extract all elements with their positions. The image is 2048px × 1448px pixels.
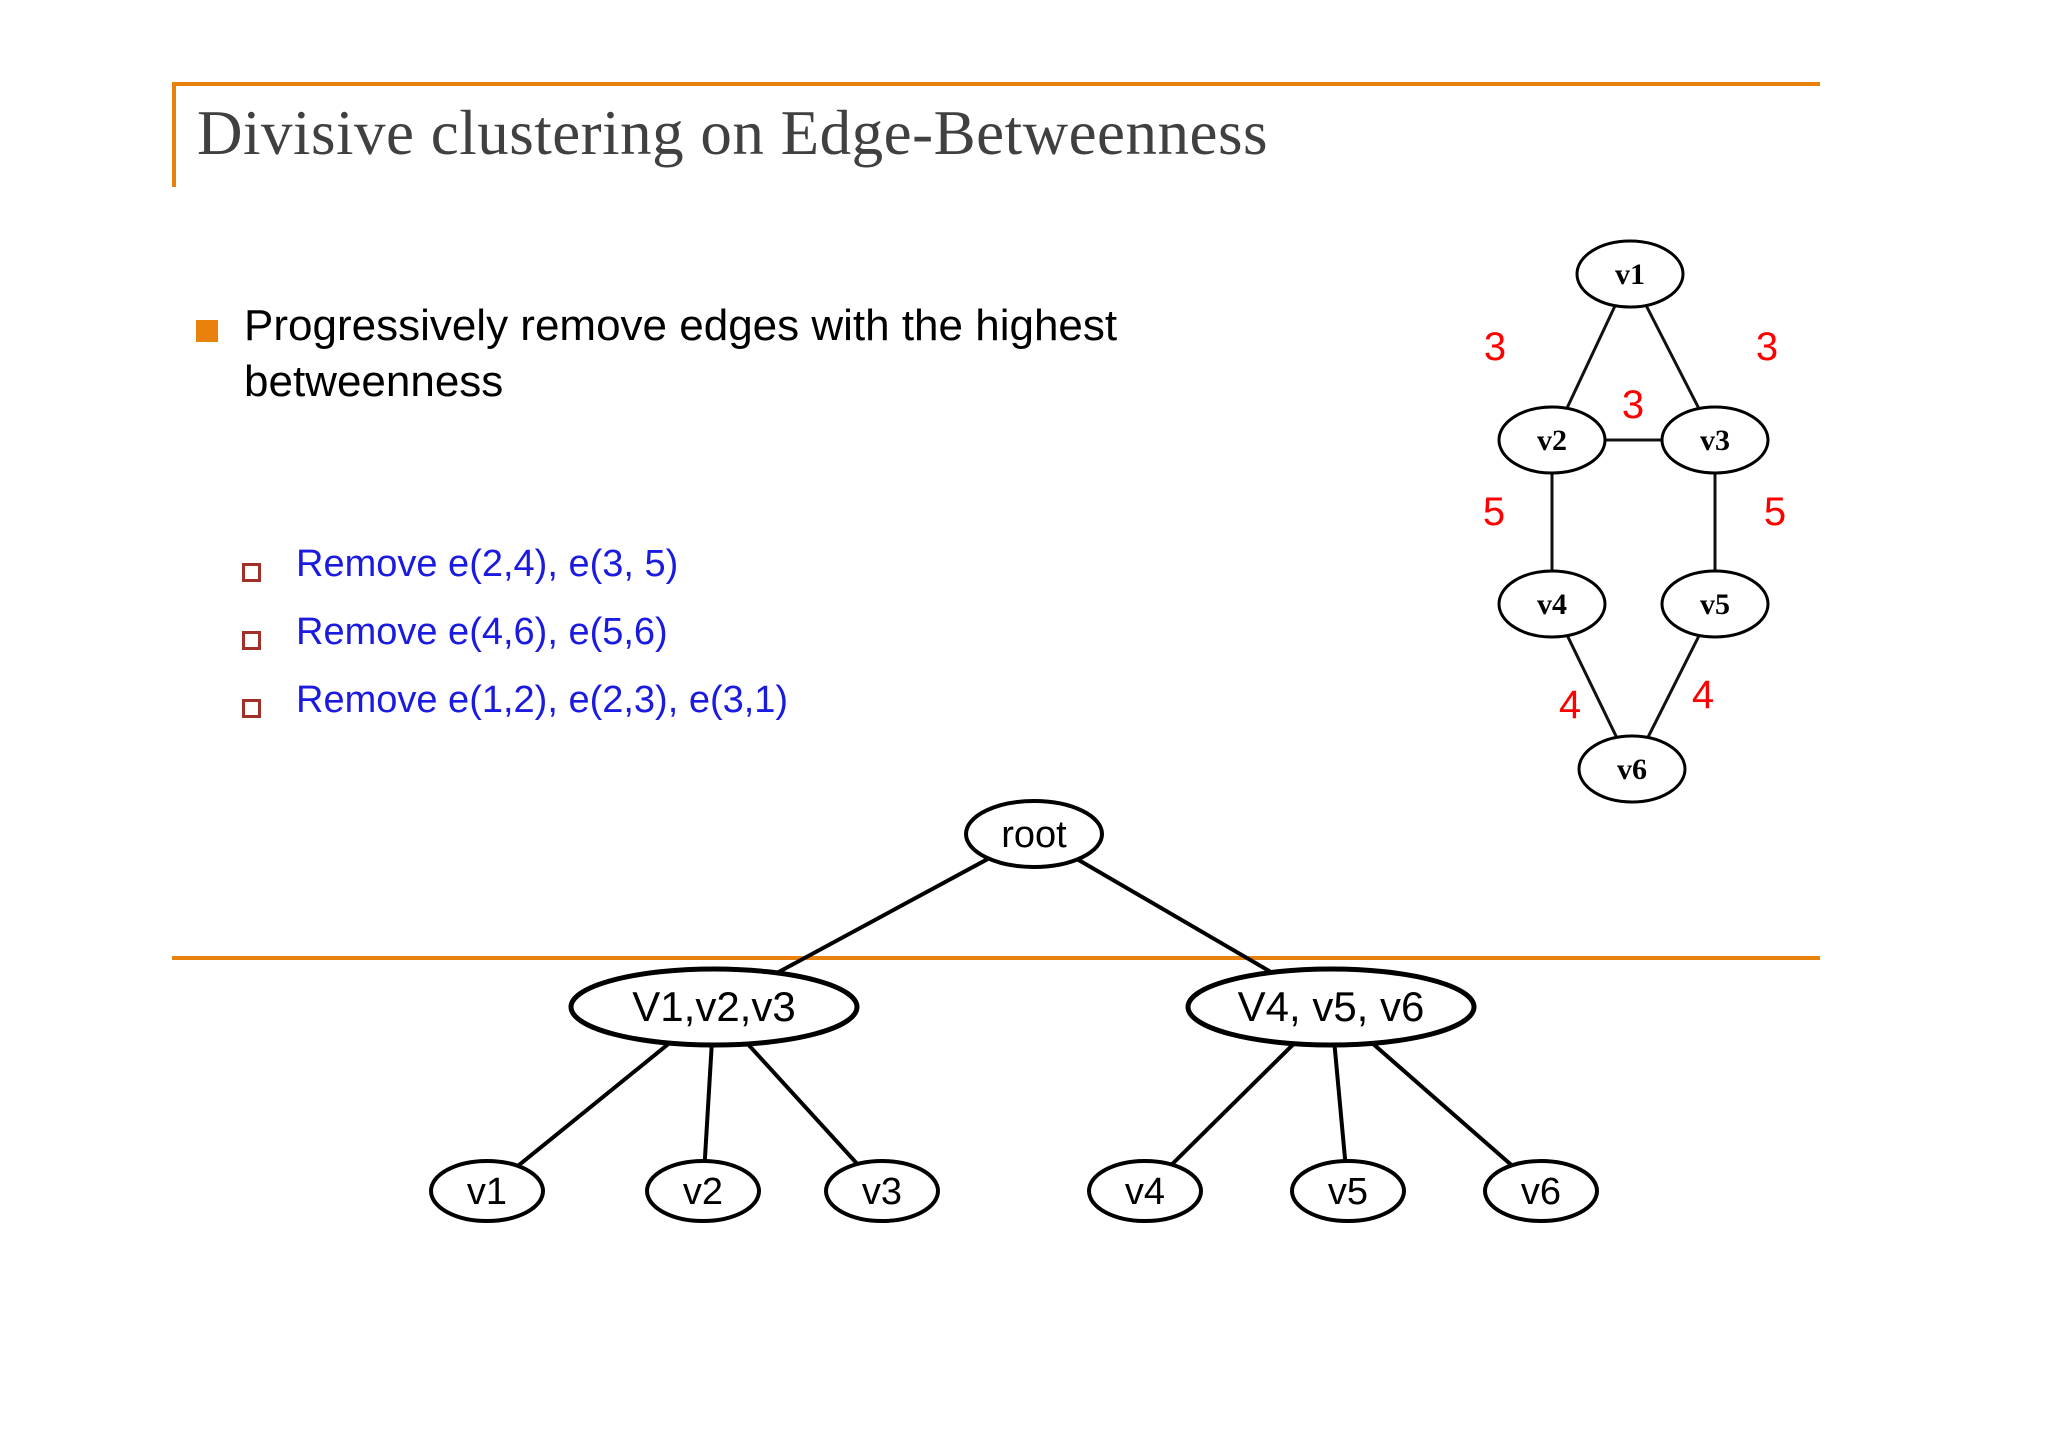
tree-node-leaf-v3 xyxy=(824,1159,940,1223)
main-bullet-text: Progressively remove edges with the high… xyxy=(244,301,1118,407)
tree-node-leaf-v6 xyxy=(1483,1159,1599,1223)
tree-edge-cluster-leaf-2 xyxy=(746,1042,859,1166)
edge-weight-v4-v6: 4 xyxy=(1559,683,1581,727)
graph-edge-v1-v3 xyxy=(1644,304,1701,410)
list-item: Remove e(2,4), e(3, 5) xyxy=(240,541,1140,609)
tree-node-label-leaf-v3: v3 xyxy=(862,1171,902,1213)
edge-weight-v1-v3: 3 xyxy=(1756,325,1778,369)
edge-weight-v1-v2: 3 xyxy=(1484,325,1506,369)
graph-node-label-v1: v1 xyxy=(1615,258,1645,291)
square-bullet-icon xyxy=(196,320,218,342)
tree-edge-cluster-leaf-3 xyxy=(1170,1042,1296,1167)
tree-node-label-cluster-1: V4, v5, v6 xyxy=(1238,983,1425,1030)
graph-nodes: v1 v2 v3 v4 v5 v6 xyxy=(1497,239,1770,804)
edge-weight-v3-v5: 5 xyxy=(1764,490,1786,534)
page-title: Divisive clustering on Edge-Betweenness xyxy=(197,98,1268,168)
graph-node-label-v6: v6 xyxy=(1617,753,1647,786)
graph-edge-v4-v6 xyxy=(1565,634,1619,739)
hollow-square-bullet-icon xyxy=(242,563,261,582)
left-accent-rule xyxy=(172,82,176,187)
graph-edge-weights: 3 3 3 5 5 4 4 xyxy=(1483,325,1786,727)
graph-edges xyxy=(1550,304,1717,739)
sub-bullet-text: Remove e(4,6), e(5,6) xyxy=(296,611,668,653)
tree-node-label-root: root xyxy=(1001,814,1067,856)
graph-edge-v5-v6 xyxy=(1646,634,1701,739)
tree-node-leaf-v1 xyxy=(429,1159,545,1223)
tree-edges xyxy=(516,856,1514,1168)
top-accent-rule xyxy=(172,82,1820,86)
graph-node-label-v5: v5 xyxy=(1700,588,1730,621)
sub-bullet-text: Remove e(1,2), e(2,3), e(3,1) xyxy=(296,679,789,721)
graph-node-label-v4: v4 xyxy=(1537,588,1567,621)
tree-edge-cluster-leaf-0 xyxy=(516,1041,671,1168)
list-item: Remove e(1,2), e(2,3), e(3,1) xyxy=(240,677,1140,745)
edge-weight-v5-v6: 4 xyxy=(1692,673,1714,717)
tree-node-leaf-v2 xyxy=(645,1159,761,1223)
tree-node-cluster-1 xyxy=(1185,966,1477,1048)
hollow-square-bullet-icon xyxy=(242,631,261,650)
edge-weight-v2-v4: 5 xyxy=(1483,490,1505,534)
tree-node-label-leaf-v6: v6 xyxy=(1521,1171,1561,1213)
graph-node-v5 xyxy=(1660,569,1770,639)
graph-node-v1 xyxy=(1575,239,1685,309)
hollow-square-bullet-icon xyxy=(242,699,261,718)
tree-node-label-leaf-v4: v4 xyxy=(1125,1171,1165,1213)
tree-node-label-cluster-0: V1,v2,v3 xyxy=(632,983,795,1030)
tree-node-label-leaf-v5: v5 xyxy=(1328,1171,1368,1213)
graph-edge-v1-v2 xyxy=(1565,305,1617,409)
sub-bullet-list: Remove e(2,4), e(3, 5) Remove e(4,6), e(… xyxy=(240,541,1140,745)
graph-node-v4 xyxy=(1497,569,1607,639)
tree-edge-cluster-leaf-1 xyxy=(702,1044,714,1162)
tree-edge-cluster-leaf-4 xyxy=(1332,1044,1348,1162)
tree-node-label-leaf-v2: v2 xyxy=(683,1171,723,1213)
graph-node-v6 xyxy=(1577,734,1687,804)
list-item: Remove e(4,6), e(5,6) xyxy=(240,609,1140,677)
graph-node-label-v3: v3 xyxy=(1700,424,1730,457)
graph-node-label-v2: v2 xyxy=(1537,424,1567,457)
tree-node-label-leaf-v1: v1 xyxy=(467,1171,507,1213)
tree-node-leaf-v5 xyxy=(1290,1159,1406,1223)
bottom-accent-rule xyxy=(172,956,1820,960)
tree-node-root xyxy=(964,799,1104,869)
sub-bullet-text: Remove e(2,4), e(3, 5) xyxy=(296,543,679,585)
graph-node-v3 xyxy=(1660,405,1770,475)
tree-node-leaf-v4 xyxy=(1087,1159,1203,1223)
tree-node-cluster-0 xyxy=(568,966,860,1048)
tree-edge-cluster-leaf-5 xyxy=(1371,1041,1514,1167)
edge-weight-v2-v3: 3 xyxy=(1622,383,1644,427)
graph-node-v2 xyxy=(1497,405,1607,475)
